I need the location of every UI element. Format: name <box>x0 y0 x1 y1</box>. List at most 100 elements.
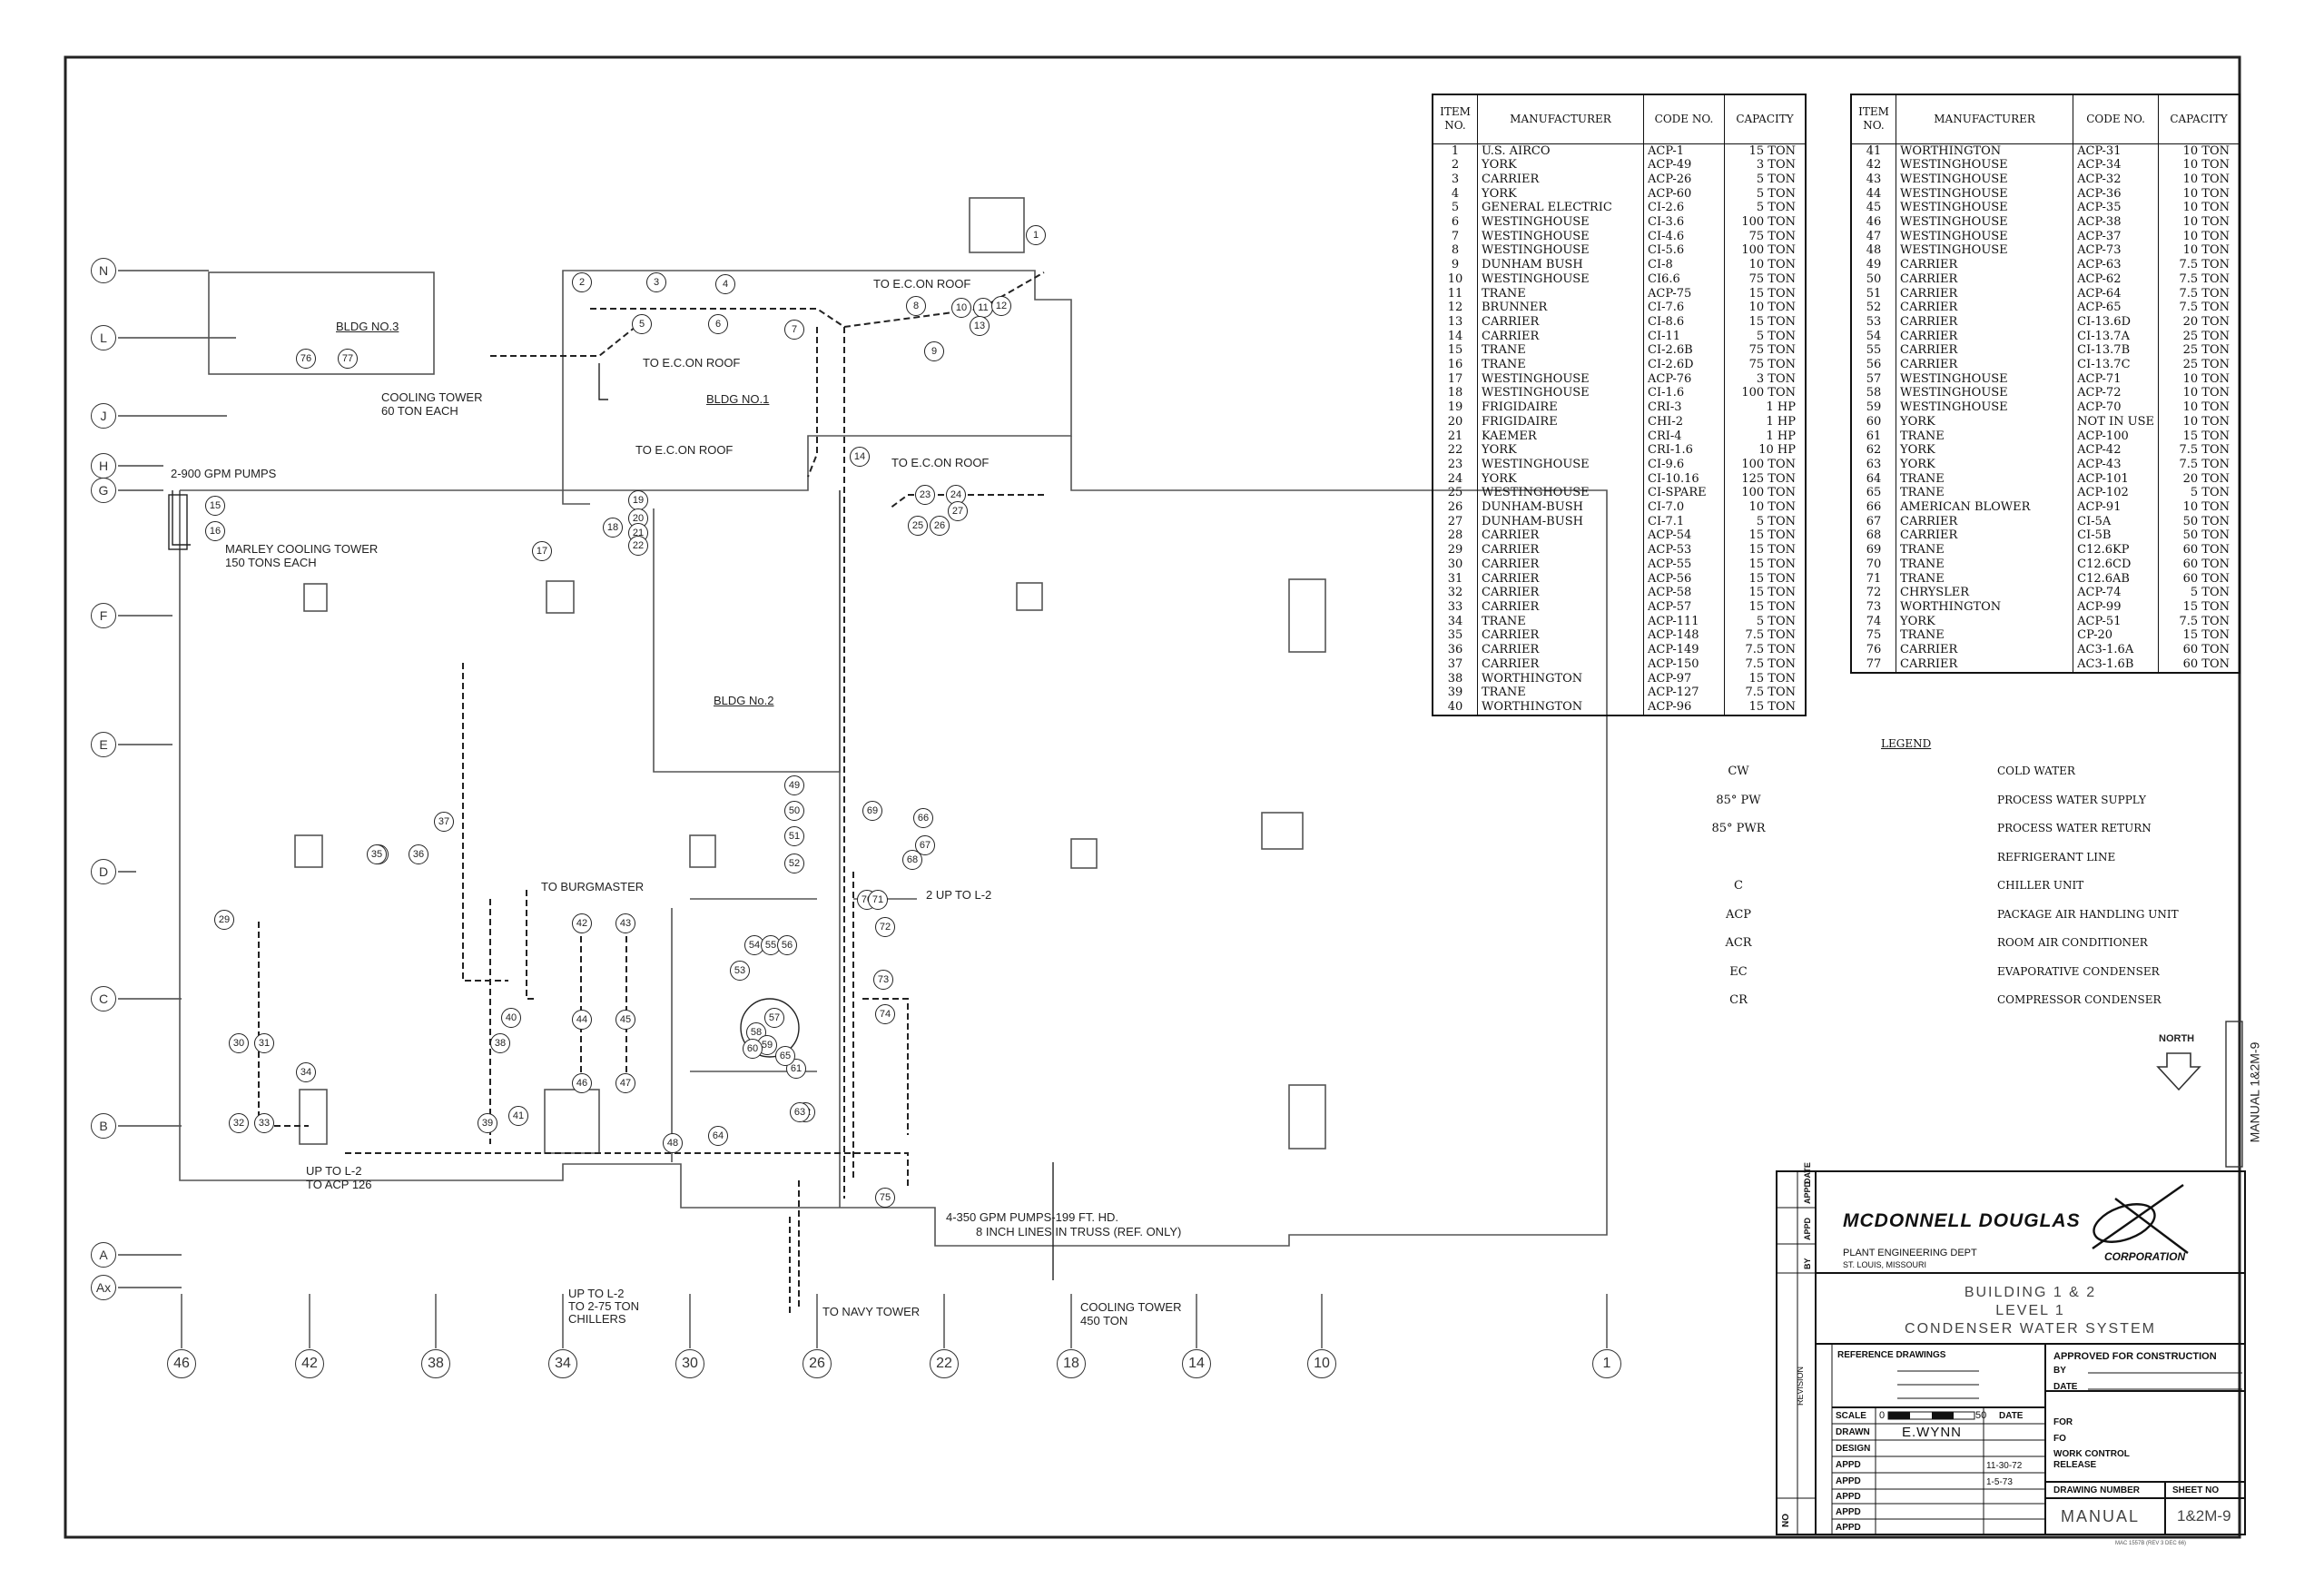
manufacturer-cell: CARRIER <box>1477 643 1644 657</box>
capacity-cell: 15 TON <box>1724 671 1807 686</box>
drawn-label: DRAWN <box>1836 1427 1870 1437</box>
legend-meaning: COLD WATER <box>1997 765 2075 777</box>
code-no-cell: CI-5.6 <box>1643 243 1725 259</box>
code-no-cell: CI-7.1 <box>1643 514 1725 529</box>
fo-label: FO <box>2053 1434 2066 1444</box>
item-no-cell: 68 <box>1850 528 1896 544</box>
equipment-callout-30: 30 <box>229 1033 249 1053</box>
code-no-cell: ACP-75 <box>1643 286 1725 301</box>
grid-row-marker: L <box>91 325 116 350</box>
capacity-cell: 60 TON <box>2158 557 2240 572</box>
capacity-cell: 25 TON <box>2158 329 2240 344</box>
manufacturer-cell: WORTHINGTON <box>1477 671 1644 686</box>
pumps-350-label: 4-350 GPM PUMPS-199 FT. HD. <box>946 1210 1118 1224</box>
item-no-cell: 4 <box>1432 186 1478 202</box>
drawing-number-label: DRAWING NUMBER <box>2053 1485 2140 1495</box>
capacity-cell: 15 TON <box>1724 143 1807 159</box>
legend-meaning: PROCESS WATER SUPPLY <box>1997 793 2146 806</box>
item-no-cell: 42 <box>1850 158 1896 173</box>
equipment-callout-77: 77 <box>338 349 358 369</box>
capacity-cell: 10 TON <box>2158 172 2240 187</box>
drawing-title-1: BUILDING 1 & 2 <box>1964 1285 2097 1300</box>
capacity-cell: 60 TON <box>2158 643 2240 657</box>
navy-tower-label: TO NAVY TOWER <box>822 1305 921 1318</box>
item-no-cell: 36 <box>1432 643 1478 657</box>
item-no-cell: 18 <box>1432 386 1478 401</box>
item-no-cell: 1 <box>1432 143 1478 159</box>
equipment-callout-24: 24 <box>946 485 966 505</box>
manufacturer-cell: WESTINGHOUSE <box>1895 371 2074 387</box>
code-no-cell: ACP-49 <box>1643 158 1725 173</box>
code-no-cell: AC3-1.6A <box>2073 643 2159 657</box>
item-no-cell: 8 <box>1432 243 1478 259</box>
equipment-callout-43: 43 <box>615 913 635 933</box>
capacity-cell: 10 TON <box>2158 158 2240 173</box>
capacity-cell: 5 TON <box>1724 186 1807 202</box>
code-no-cell: AC3-1.6B <box>2073 656 2159 674</box>
manufacturer-cell: CARRIER <box>1895 358 2074 372</box>
legend-meaning: COMPRESSOR CONDENSER <box>1997 993 2162 1006</box>
code-no-cell: CI-11 <box>1643 329 1725 344</box>
manufacturer-cell: DUNHAM-BUSH <box>1477 514 1644 529</box>
capacity-cell: 10 TON <box>1724 301 1807 315</box>
item-no-cell: 77 <box>1850 656 1896 674</box>
equipment-callout-42: 42 <box>572 913 592 933</box>
equipment-callout-38: 38 <box>490 1033 510 1053</box>
code-no-cell: CI-13.7C <box>2073 358 2159 372</box>
equipment-callout-44: 44 <box>572 1010 592 1030</box>
code-no-cell: CRI-4 <box>1643 429 1725 444</box>
scale-bar-fill-b <box>1932 1412 1954 1419</box>
manufacturer-cell: YORK <box>1477 158 1644 173</box>
code-no-cell: ACP-35 <box>2073 201 2159 216</box>
code-no-cell: ACP-43 <box>2073 457 2159 472</box>
equipment-callout-7: 7 <box>784 320 804 340</box>
legend-symbol: CR <box>1652 993 1825 1007</box>
equipment-callout-8: 8 <box>906 296 926 316</box>
cooling-tower-450-label: COOLING TOWER 450 TON <box>1080 1300 1182 1327</box>
manufacturer-cell: TRANE <box>1895 628 2074 644</box>
manufacturer-cell: WESTINGHOUSE <box>1895 172 2074 187</box>
equipment-callout-64: 64 <box>708 1126 728 1146</box>
capacity-cell: 20 TON <box>2158 471 2240 487</box>
equipment-callout-23: 23 <box>915 485 935 505</box>
side-tab-label: MANUAL 1&2M-9 <box>2247 1041 2262 1143</box>
code-no-cell: ACP-70 <box>2073 400 2159 415</box>
equipment-callout-22: 22 <box>628 536 648 556</box>
equipment-callout-73: 73 <box>873 970 893 990</box>
equipment-callout-35: 35 <box>367 844 387 864</box>
capacity-cell: 5 TON <box>1724 514 1807 529</box>
code-no-cell: ACP-36 <box>2073 186 2159 202</box>
manufacturer-cell: CARRIER <box>1477 528 1644 544</box>
manufacturer-cell: CARRIER <box>1895 329 2074 344</box>
code-no-cell: ACP-74 <box>2073 586 2159 600</box>
manufacturer-cell: WESTINGHOUSE <box>1895 243 2074 259</box>
item-no-cell: 41 <box>1850 143 1896 159</box>
legend-title: LEGEND <box>1881 737 1932 750</box>
equipment-callout-57: 57 <box>764 1008 784 1028</box>
bldg3-label: BLDG NO.3 <box>336 320 399 333</box>
item-no-cell: 34 <box>1432 614 1478 629</box>
code-no-cell: ACP-31 <box>2073 143 2159 159</box>
code-no-cell: ACP-1 <box>1643 143 1725 159</box>
col-capacity: CAPACITY <box>1724 94 1807 144</box>
equipment-callout-65: 65 <box>775 1046 795 1066</box>
equipment-callout-45: 45 <box>615 1010 635 1030</box>
equipment-callout-11: 11 <box>973 298 993 318</box>
code-no-cell: CI-9.6 <box>1643 457 1725 472</box>
